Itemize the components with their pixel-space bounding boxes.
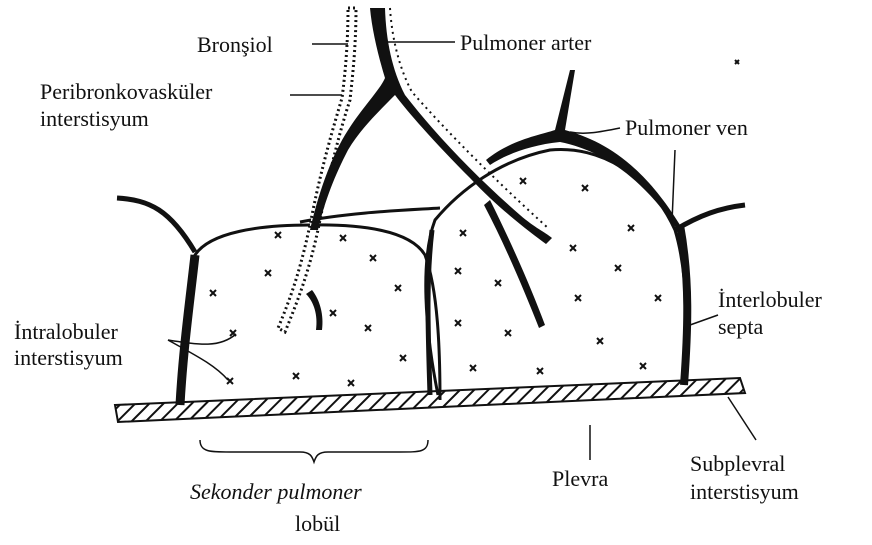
label-subplevral: Subplevral (690, 452, 785, 476)
right-septum (680, 225, 687, 385)
label-bronsiol: Bronşiol (197, 33, 273, 57)
label-peribronkovaskuler-interstisyum: interstisyum (40, 107, 149, 131)
pulmonary-vein (486, 70, 680, 228)
bronchiole (278, 8, 356, 332)
middle-septum (428, 230, 432, 395)
label-sekonder-pulmoner: Sekonder pulmoner (190, 480, 362, 504)
label-interlobuler: İnterlobuler (718, 288, 822, 312)
label-pulmoner-arter: Pulmoner arter (460, 31, 591, 55)
label-intralobuler-interstisyum: interstisyum (14, 346, 123, 370)
label-subplevral-interstisyum: interstisyum (690, 480, 799, 504)
left-septum (180, 255, 195, 405)
label-peribronkovaskuler: Peribronkovasküler (40, 80, 212, 104)
label-plevra: Plevra (552, 467, 608, 491)
bronchiole-branch (306, 290, 323, 330)
alveolar-marks (210, 60, 739, 386)
label-lobul: lobül (295, 512, 340, 536)
label-septa: septa (718, 315, 763, 339)
label-pulmoner-ven: Pulmoner ven (625, 116, 748, 140)
upper-septum-left (117, 198, 195, 252)
label-intralobuler: İntralobuler (14, 320, 118, 344)
lobule-bracket (200, 440, 428, 462)
upper-septum-right (675, 205, 745, 230)
